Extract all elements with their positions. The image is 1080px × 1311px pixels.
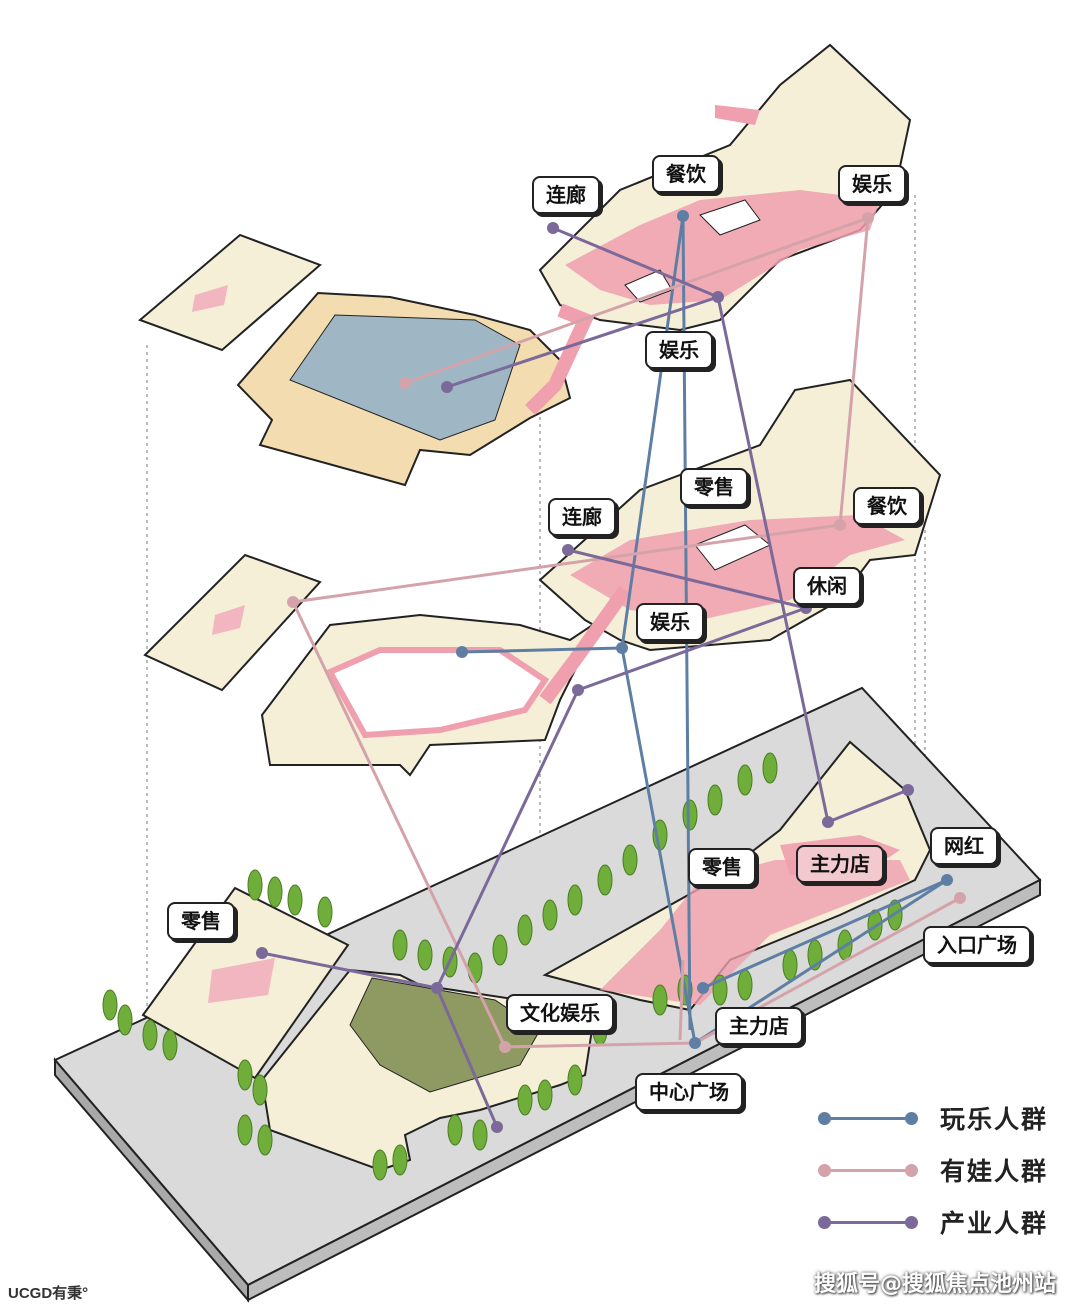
legend-item-family: 有娃人群 [818,1150,1049,1190]
legend-item-industry: 产业人群 [818,1202,1049,1242]
middle-corridor [570,515,905,620]
watermark: 搜狐号@搜狐焦点池州站 [813,1272,1056,1297]
label-top-entertainment-right: 娱乐 [838,165,906,203]
flow-nodes [256,210,966,1133]
top-corridor [565,190,880,305]
top-left-block [138,233,322,352]
label-ground-retail-left: 零售 [167,902,235,940]
label-mid-corridor: 连廊 [548,498,616,536]
top-level [138,43,912,487]
label-ground-culture-entertainment: 文化娱乐 [506,994,614,1032]
legend-item-play: 玩乐人群 [818,1098,1049,1138]
label-mid-dining: 餐饮 [853,487,921,525]
middle-ring-void [325,647,550,739]
legend-line-family [818,1163,918,1177]
label-ground-entrance-plaza: 入口广场 [923,926,1031,964]
label-mid-leisure: 休闲 [793,567,861,605]
label-mid-retail: 零售 [680,468,748,506]
label-top-entertainment-mid: 娱乐 [645,331,713,369]
legend-label: 产业人群 [940,1209,1049,1238]
label-mid-entertainment: 娱乐 [636,603,704,641]
brand-logo-text: UCGD有秉° [8,1285,89,1302]
label-top-corridor: 连廊 [532,176,600,214]
legend-line-play [818,1111,918,1125]
label-ground-retail-right: 零售 [688,848,756,886]
label-ground-central-plaza: 中心广场 [635,1073,743,1111]
legend-label: 有娃人群 [940,1157,1049,1186]
ground-right-corridor [600,860,910,1005]
label-ground-anchor-bottom: 主力店 [715,1007,803,1045]
legend-label: 玩乐人群 [940,1105,1049,1134]
label-ground-anchor-top: 主力店 [796,845,884,883]
flow-industry-group [261,226,909,1128]
label-ground-influencer: 网红 [930,827,998,865]
label-top-dining: 餐饮 [652,155,720,193]
legend-line-industry [818,1215,918,1229]
